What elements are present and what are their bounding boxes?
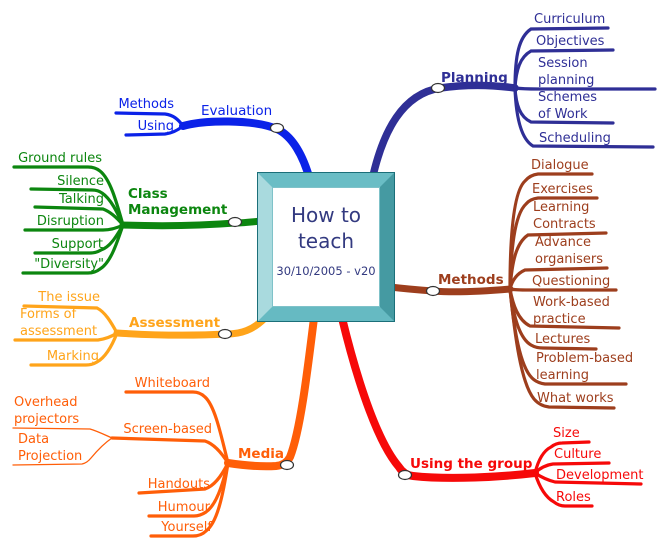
- topic-media[interactable]: Media: [238, 446, 284, 462]
- evaluation-child-line-using: [124, 124, 185, 137]
- methods-collapse-marker[interactable]: [425, 285, 441, 297]
- using-the-group-collapse-marker[interactable]: [397, 469, 413, 481]
- methods-child-line-what-works: [508, 287, 616, 410]
- subtopic-eval-methods[interactable]: Methods: [118, 97, 174, 112]
- subsubtopic-data-projection[interactable]: Data Projection: [18, 432, 83, 464]
- subtopic-support[interactable]: Support: [51, 237, 103, 252]
- subtopic-yourself[interactable]: Yourself: [161, 520, 212, 535]
- subtopic-forms-of-assessment[interactable]: Forms of assessment: [20, 307, 98, 339]
- subtopic-exercises[interactable]: Exercises: [532, 182, 593, 197]
- subsubtopic-overhead-projectors[interactable]: Overhead projectors: [14, 395, 80, 427]
- class-child-line-diversity: [21, 223, 125, 275]
- subtopic-what-works[interactable]: What works: [537, 391, 614, 406]
- media-subchild-line-overhead-projectors: [12, 427, 113, 439]
- topic-methods[interactable]: Methods: [438, 272, 504, 288]
- using-child-line-size: [533, 440, 591, 475]
- subtopic-silence[interactable]: Silence: [57, 174, 104, 189]
- media-subchild-line-data-projection: [12, 437, 113, 466]
- subtopic-handouts[interactable]: Handouts: [147, 477, 210, 492]
- class-child-line-talking: [33, 205, 125, 227]
- subtopic-diversity[interactable]: "Diversity": [34, 257, 104, 272]
- topic-using-the-group[interactable]: Using the group: [410, 456, 533, 472]
- subtopic-eval-using[interactable]: Using: [137, 119, 174, 134]
- subtopic-learning-contracts[interactable]: Learning Contracts: [533, 200, 596, 232]
- methods-child-line-learning-contracts: [508, 231, 608, 291]
- subtopic-objectives[interactable]: Objectives: [536, 34, 605, 49]
- assessment-child-line-the-issue: [22, 304, 119, 335]
- subtopic-work-based-practice[interactable]: Work-based practice: [533, 295, 610, 327]
- methods-child-line-advance-organisers: [508, 266, 609, 291]
- subtopic-humour[interactable]: Humour: [157, 500, 210, 515]
- subtopic-ground-rules[interactable]: Ground rules: [18, 151, 102, 166]
- media-child-line-humour: [147, 461, 230, 518]
- subtopic-curriculum[interactable]: Curriculum: [534, 12, 606, 27]
- central-topic-title: How to teach: [290, 203, 362, 253]
- media-collapse-marker[interactable]: [279, 459, 295, 471]
- planning-child-line-scheduling: [513, 86, 655, 149]
- subtopic-schemes-of-work[interactable]: Schemes of Work: [538, 90, 598, 122]
- subtopic-scheduling[interactable]: Scheduling: [539, 131, 611, 146]
- subtopic-screen-based[interactable]: Screen-based: [123, 422, 212, 437]
- subtopic-session-planning[interactable]: Session planning: [538, 56, 595, 88]
- media-child-line-screen-based: [110, 436, 230, 465]
- subtopic-culture[interactable]: Culture: [554, 447, 602, 462]
- subtopic-the-issue[interactable]: The issue: [38, 290, 100, 305]
- using-child-line-culture: [533, 461, 611, 475]
- subtopic-talking[interactable]: Talking: [59, 192, 104, 207]
- class-management-collapse-marker[interactable]: [227, 216, 243, 228]
- planning-child-line-objectives: [513, 48, 615, 90]
- subtopic-lectures[interactable]: Lectures: [535, 332, 591, 347]
- subtopic-disruption[interactable]: Disruption: [36, 214, 104, 229]
- topic-assessment[interactable]: Assessment: [129, 315, 221, 331]
- central-topic[interactable]: How to teach 30/10/2005 - v20: [257, 172, 395, 322]
- media-child-line-yourself: [149, 461, 230, 538]
- subtopic-whiteboard[interactable]: Whiteboard: [134, 376, 210, 391]
- subtopic-problem-based-learning[interactable]: Problem-based learning: [536, 351, 634, 383]
- assessment-child-line-marking: [29, 331, 119, 367]
- using-child-line-roles: [533, 471, 594, 508]
- class-management-branch-lines: [12, 165, 266, 275]
- subtopic-size[interactable]: Size: [553, 426, 580, 441]
- planning-collapse-marker[interactable]: [430, 82, 446, 94]
- class-child-line-support: [33, 223, 125, 255]
- subtopic-questioning[interactable]: Questioning: [532, 274, 611, 289]
- topic-evaluation[interactable]: Evaluation: [201, 103, 273, 119]
- class-child-line-ground-rules: [12, 165, 125, 227]
- assessment-collapse-marker[interactable]: [217, 328, 233, 340]
- subtopic-roles[interactable]: Roles: [556, 490, 591, 505]
- planning-child-line-session-planning: [513, 86, 657, 91]
- collapse-markers: [217, 82, 446, 481]
- media-child-line-whiteboard: [124, 390, 230, 465]
- subtopic-marking[interactable]: Marking: [46, 349, 99, 364]
- subtopic-advance-organisers[interactable]: Advance organisers: [535, 235, 604, 267]
- class-child-line-silence: [29, 187, 125, 227]
- topic-class-management[interactable]: Class Management: [128, 186, 228, 218]
- central-topic-date: 30/10/2005 - v20: [276, 264, 376, 278]
- evaluation-child-line-methods: [114, 111, 185, 128]
- subtopic-dialogue[interactable]: Dialogue: [531, 158, 589, 173]
- subtopic-development[interactable]: Development: [556, 468, 644, 483]
- central-topic-face: How to teach 30/10/2005 - v20: [272, 187, 380, 307]
- topic-planning[interactable]: Planning: [441, 70, 508, 86]
- methods-child-line-exercises: [508, 196, 599, 291]
- evaluation-collapse-marker[interactable]: [269, 122, 285, 134]
